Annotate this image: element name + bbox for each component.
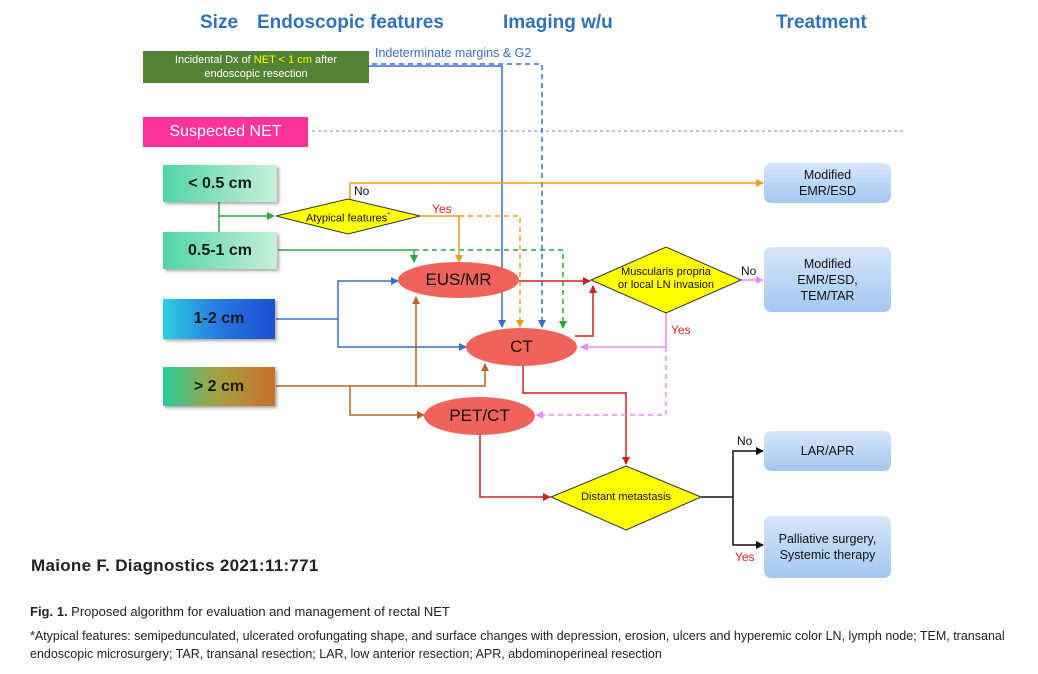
atypical-mark: * [387, 212, 391, 219]
muscularis-yes-pet-dashed [535, 347, 667, 419]
incidental-prefix: Incidental Dx of [174, 54, 254, 66]
atypical-yes-eus-line [420, 215, 463, 263]
size12-main-line [276, 318, 467, 351]
distant-diamond [549, 465, 703, 531]
muscularis-text: Muscularis propria or local LN invasion [606, 266, 726, 292]
muscularis-no-label: No [741, 264, 757, 278]
size2-ct-line [416, 363, 489, 387]
muscularis-line2: or local LN invasion [618, 279, 714, 291]
header-imaging: Imaging w/u [503, 12, 613, 33]
header-size: Size [200, 12, 239, 33]
distant-yes-label: Yes [735, 550, 755, 564]
treatment-lar-apr: LAR/APR [764, 431, 891, 471]
atypical-yes-label: Yes [432, 202, 452, 216]
atypical-no-line [349, 179, 764, 200]
t2-line1: Modified [803, 256, 852, 271]
size-label-gt2: > 2 cm [193, 377, 245, 395]
mid-to-ct-dashed [414, 249, 567, 329]
indeterminate-dashed-line [372, 63, 546, 328]
muscularis-yes-label: Yes [671, 323, 691, 337]
incidental-to-ct-line [368, 65, 506, 328]
distant-no-label: No [737, 434, 753, 448]
atypical-diamond [275, 198, 421, 235]
atypical-label: Atypical features [305, 212, 388, 225]
muscularis-diamond [589, 246, 743, 314]
indeterminate-label: Indeterminate margins & G2 [375, 46, 532, 60]
small-to-atypical-line [218, 202, 275, 220]
size-box-gt2: > 2 cm [163, 367, 275, 406]
t4-line1: Palliative surgery, [778, 532, 877, 546]
treatment-palliative: Palliative surgery, Systemic therapy [764, 516, 891, 578]
caption-text: Proposed algorithm for evaluation and ma… [67, 604, 450, 619]
atypical-no-label: No [354, 184, 370, 198]
t4-line2: Systemic therapy [779, 548, 876, 562]
size-box-lt05: < 0.5 cm [163, 165, 277, 202]
size-label-1-2: 1-2 cm [193, 310, 245, 327]
suspected-net-box: Suspected NET [143, 117, 308, 147]
ct-to-muscularis-line [575, 285, 597, 337]
ct-to-distant-line [522, 365, 630, 465]
size-box-1-2: 1-2 cm [163, 299, 275, 339]
mid-to-eus-line [278, 249, 418, 263]
distant-no-line [732, 447, 764, 497]
t3-line1: LAR/APR [800, 444, 855, 458]
incidental-suffix: after [311, 54, 338, 66]
pet-ct-node: PET/CT [424, 397, 535, 435]
size12-eus-line [337, 277, 399, 319]
footnote: *Atypical features: semipedunculated, ul… [30, 629, 1005, 661]
t1-line2: EMR/ESD [799, 184, 856, 198]
citation: Maione F. Diagnostics 2021:11:771 [31, 556, 319, 575]
atypical-yes-ct-dashed [459, 215, 524, 328]
treatment-modified-emr: Modified EMR/ESD [764, 163, 891, 203]
size-label-lt05: < 0.5 cm [188, 174, 252, 192]
header-endoscopic: Endoscopic features [257, 12, 444, 33]
pet-ct-label: PET/CT [449, 406, 510, 425]
t1-line1: Modified [803, 168, 852, 182]
header-treatment: Treatment [776, 12, 867, 33]
t2-line3: TEM/TAR [800, 288, 855, 303]
ct-label: CT [510, 337, 533, 356]
size-box-05-1: 0.5-1 cm [163, 232, 277, 269]
treatment-modified-tem: Modified EMR/ESD, TEM/TAR [764, 247, 891, 312]
incidental-highlight: NET < 1 cm [253, 54, 312, 66]
distant-yes-line [732, 497, 764, 549]
figure-caption: Fig. 1. Proposed algorithm for evaluatio… [30, 604, 450, 619]
ct-node: CT [466, 328, 577, 366]
t2-line2: EMR/ESD, [797, 272, 858, 287]
incidental-box: Incidental Dx of NET < 1 cm after endosc… [143, 51, 369, 83]
eus-mr-node: EUS/MR [398, 262, 519, 298]
incidental-line2: endoscopic resection [204, 68, 308, 80]
pet-to-distant-line [479, 433, 551, 501]
distant-text: Distant metastasis [566, 491, 686, 504]
size2-eus-line [276, 296, 420, 387]
suspected-net-label: Suspected NET [169, 123, 282, 140]
distant-label: Distant metastasis [581, 491, 671, 503]
atypical-text: Atypical features* [296, 209, 400, 226]
size2-pet-line [349, 386, 425, 419]
size-label-05-1: 0.5-1 cm [187, 241, 253, 259]
muscularis-line1: Muscularis propria [621, 266, 711, 278]
caption-label: Fig. 1. [30, 604, 68, 619]
eus-mr-label: EUS/MR [425, 270, 492, 289]
